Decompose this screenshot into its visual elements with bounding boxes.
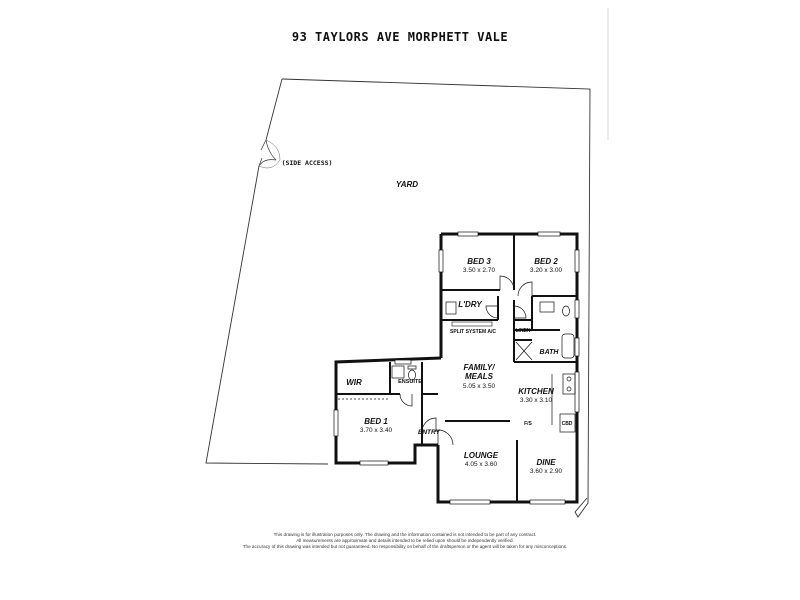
side-access-label: (SIDE ACCESS) (282, 159, 333, 167)
bed1-dims: 3.70 x 3.40 (360, 427, 393, 434)
side-access-gate-arcs (258, 139, 281, 169)
property-boundary-left (205, 78, 329, 465)
lounge-dims: 4.05 x 3.60 (465, 461, 498, 468)
split-system-label: SPLIT SYSTEM A/C (450, 329, 496, 335)
property-boundary (281, 78, 591, 518)
dine-dims: 3.60 x 2.90 (530, 468, 563, 475)
bed3-dims: 3.50 x 2.70 (463, 267, 496, 274)
kitchen-name: KITCHEN (518, 387, 554, 396)
ensuite-name: ENSUITE (398, 379, 422, 385)
dine-name: DINE (536, 458, 556, 467)
split-system-unit (451, 321, 493, 327)
bed1-name: BED 1 (364, 417, 388, 426)
bed2-name: BED 2 (534, 257, 558, 266)
disclaimer-line-2: All measurements are approximate and det… (296, 538, 514, 543)
bath-name: BATH (540, 349, 560, 356)
laundry-name: L'DRY (458, 300, 482, 309)
bed2-dims: 3.20 x 3.00 (530, 267, 563, 274)
family-name-line2: MEALS (465, 372, 494, 381)
fs-label: F/S (524, 421, 532, 427)
wir-name: WIR (346, 378, 362, 387)
interior-walls (336, 234, 577, 502)
cbd-label: CBD (562, 421, 573, 427)
windows (333, 231, 580, 505)
side-access-gate (258, 139, 277, 167)
disclaimer-line-1: This drawing is for illustration purpose… (273, 532, 537, 537)
family-name-line1: FAMILY/ (464, 363, 496, 372)
bed3-name: BED 3 (467, 257, 491, 266)
yard-label: YARD (396, 180, 418, 189)
linen-label: LINEN (516, 328, 531, 334)
fixtures (338, 301, 576, 433)
disclaimer: This drawing is for illustration purpose… (225, 532, 585, 550)
disclaimer-line-3: The accuracy of this drawing was intende… (242, 544, 568, 549)
family-dims: 5.05 x 3.50 (463, 383, 496, 390)
plan-title: 93 TAYLORS AVE MORPHETT VALE (291, 30, 509, 44)
kitchen-dims: 3.30 x 3.10 (520, 397, 553, 404)
doors (399, 275, 533, 446)
entry-name: ENTRY (418, 429, 441, 436)
lounge-name: LOUNGE (464, 451, 499, 460)
